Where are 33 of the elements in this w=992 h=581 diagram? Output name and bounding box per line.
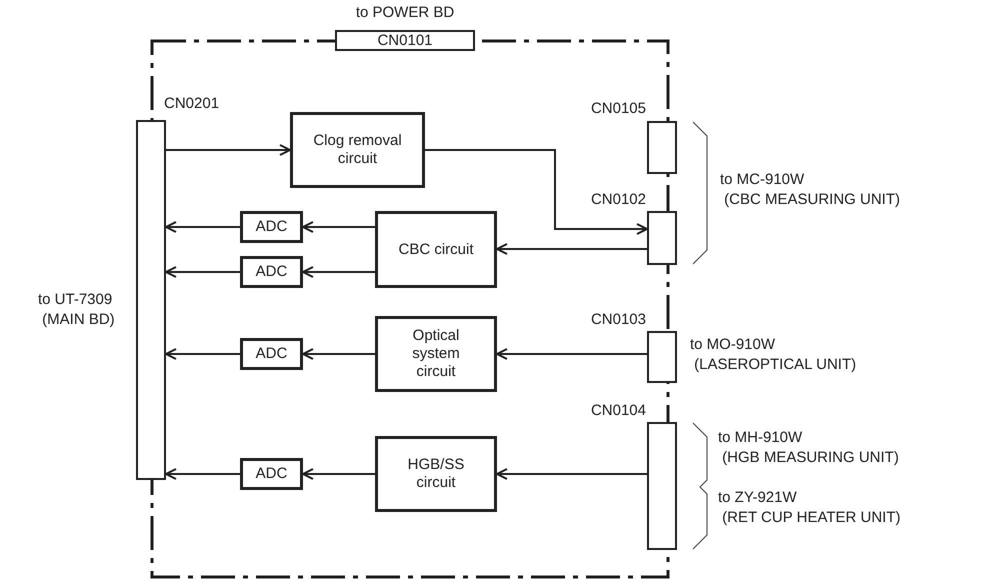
arrow	[496, 468, 647, 480]
circuit-box: Clog removal circuit	[290, 112, 425, 188]
connector-label: CN0105	[590, 99, 646, 119]
arrow	[302, 348, 375, 360]
destination-label: to MH-910W (HGB MEASURING UNIT)	[718, 428, 900, 468]
connector-label: CN0102	[590, 190, 646, 210]
arrow	[302, 266, 375, 278]
adc-box: ADC	[240, 256, 303, 288]
destination-label: to ZY-921W (RET CUP HEATER UNIT)	[718, 488, 902, 528]
circuit-box: Optical system circuit	[375, 316, 497, 392]
adc-box: ADC	[240, 211, 303, 243]
arrow	[496, 348, 647, 360]
connector-label: CN0104	[590, 401, 646, 421]
connector-block: CN0101	[335, 30, 475, 51]
arrow	[165, 348, 240, 360]
destination-label: to MO-910W (LASEROPTICAL UNIT)	[690, 335, 858, 375]
circuit-box: CBC circuit	[375, 211, 497, 288]
connector-label: CN0103	[590, 310, 646, 330]
destination-label: to POWER BD	[354, 3, 456, 23]
arrow	[165, 266, 240, 278]
connector-label: CN0201	[164, 94, 220, 114]
destination-label: to MC-910W (CBC MEASURING UNIT)	[720, 170, 901, 210]
arrow	[302, 468, 375, 480]
adc-box: ADC	[240, 338, 303, 370]
circuit-box: HGB/SS circuit	[375, 436, 497, 512]
arrow	[165, 221, 240, 233]
arrow	[425, 149, 648, 235]
arrow	[165, 468, 240, 480]
arrow	[496, 243, 647, 255]
arrow	[302, 221, 375, 233]
destination-label: to UT-7309 (MAIN BD)	[38, 290, 116, 330]
arrow	[166, 144, 291, 156]
adc-box: ADC	[240, 458, 303, 490]
